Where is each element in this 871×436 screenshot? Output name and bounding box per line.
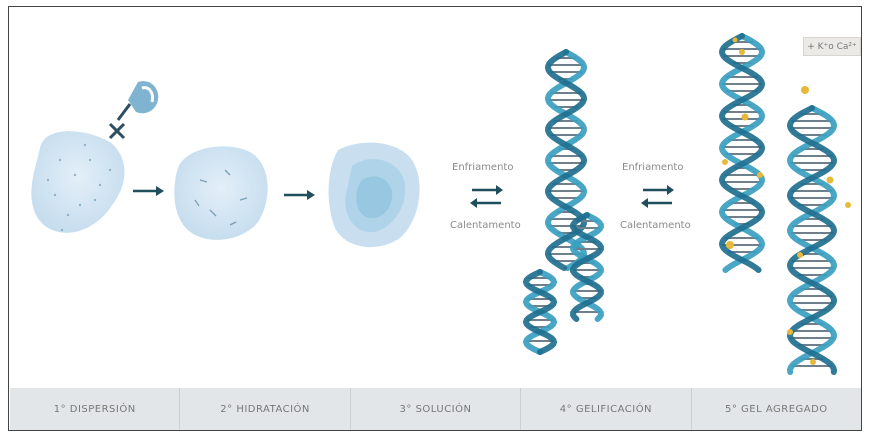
double-helices [526,36,834,372]
dispersion-particle [31,131,124,233]
hydration-particle [174,146,267,240]
step-gelification: 4° GELIFICACIÓN [521,388,691,430]
reversible-arrow-2-icon [641,185,674,208]
transition-2-top-label: Enfriamento [622,162,683,173]
helix-step5-left [722,36,762,270]
transition-2-bottom-label: Calentamento [620,220,691,231]
water-dropper-icon [110,81,158,138]
helix-step5-right [790,108,834,372]
step-solution: 3° SOLUCIÓN [351,388,521,430]
helix-small-step4-left [526,272,554,352]
transition-1-top-label: Enfriamento [452,162,513,173]
transition-1-bottom-label: Calentamento [450,220,521,231]
step-aggregated-gel: 5° GEL AGREGADO [692,388,861,430]
ion-badge: + K⁺o Ca²⁺ [803,37,861,56]
step-hydration: 2° HIDRATACIÓN [180,388,350,430]
helix-small-step4-right [573,215,601,319]
step-arrow-2 [284,190,315,200]
step-arrow-1 [133,186,164,196]
step-dispersion: 1° DISPERSIÓN [10,388,180,430]
step-bar: 1° DISPERSIÓN 2° HIDRATACIÓN 3° SOLUCIÓN… [10,388,861,430]
reversible-arrow-1-icon [470,185,503,208]
